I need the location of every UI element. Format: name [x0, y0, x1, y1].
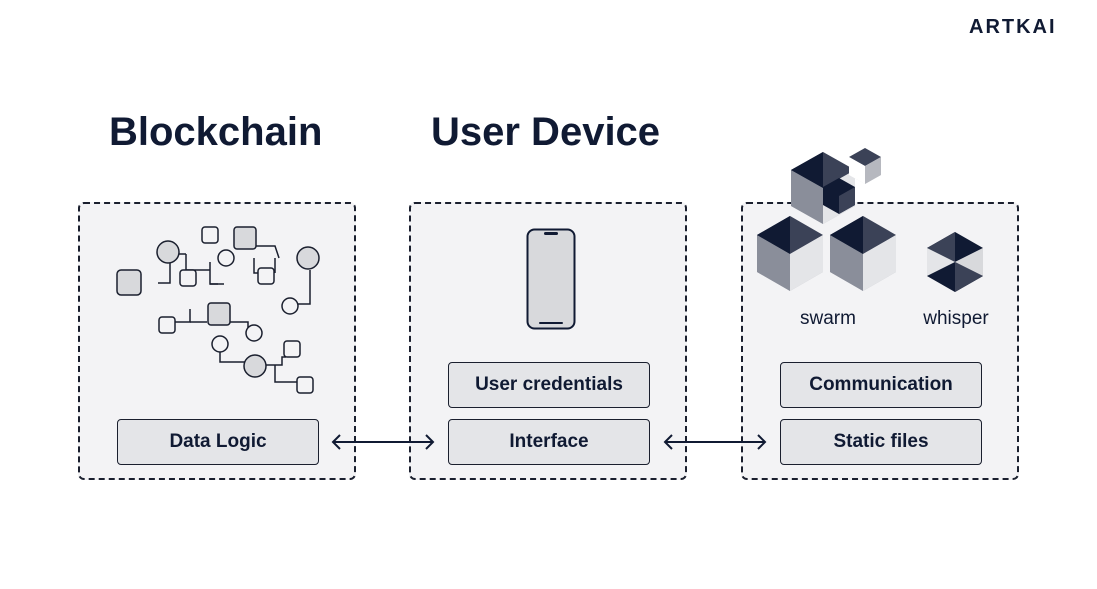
- logo: ARTKAI: [969, 16, 1057, 38]
- double-arrow-icon: [663, 434, 767, 450]
- static-files-box: Static files: [780, 419, 982, 465]
- communication-box: Communication: [780, 362, 982, 408]
- interface-box: Interface: [448, 419, 650, 465]
- user-device-title: User Device: [431, 110, 661, 154]
- double-arrow-icon: [331, 434, 435, 450]
- swarm-label: swarm: [800, 308, 856, 329]
- smartphone-icon: [526, 228, 576, 330]
- user-credentials-box: User credentials: [448, 362, 650, 408]
- whisper-label: whisper: [923, 308, 989, 329]
- swarm-icon: [757, 148, 896, 291]
- blockchain-title: Blockchain: [109, 110, 323, 154]
- blockchain-panel: Data Logic: [78, 202, 356, 480]
- data-logic-box: Data Logic: [117, 419, 319, 465]
- network-graph-icon: [116, 226, 320, 394]
- whisper-icon: [927, 232, 983, 292]
- user-device-panel: User credentials Interface: [409, 202, 687, 480]
